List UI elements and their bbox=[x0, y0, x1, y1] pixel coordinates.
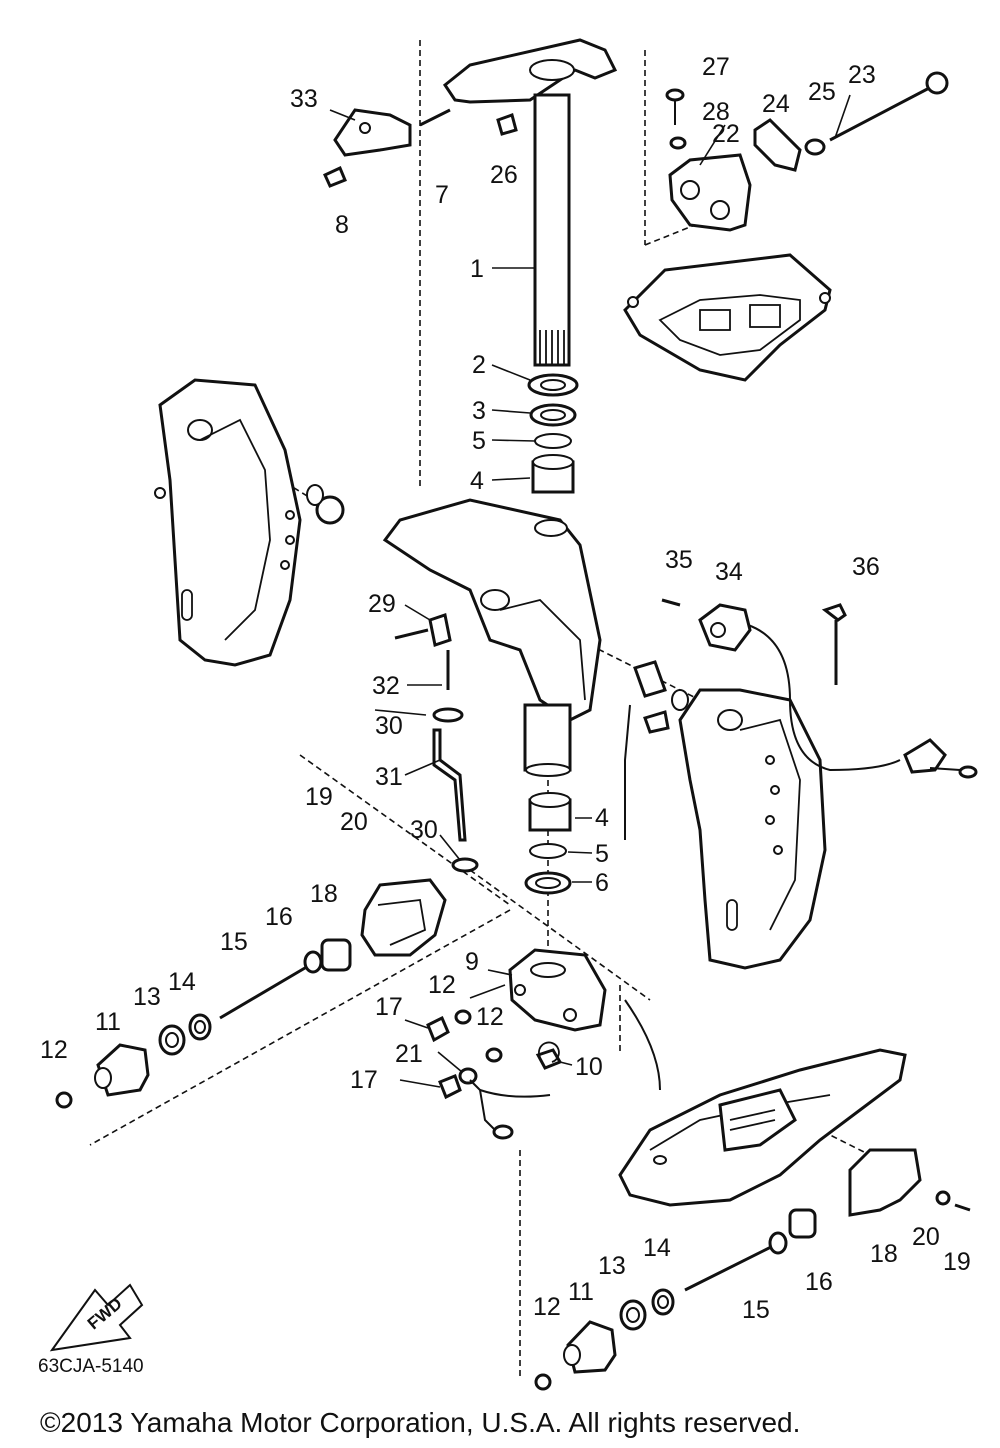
drawing-code: 63CJA-5140 bbox=[38, 1356, 144, 1377]
callout-12-right: 12 bbox=[533, 1293, 561, 1321]
upper-right-hardware bbox=[665, 71, 949, 232]
callout-10: 10 bbox=[575, 1053, 603, 1081]
center-hardware bbox=[426, 1009, 560, 1140]
callout-20-left: 20 bbox=[340, 808, 368, 836]
callout-3: 3 bbox=[472, 397, 486, 425]
left-clamp-bracket bbox=[154, 378, 302, 667]
right-mount-assembly bbox=[534, 1148, 971, 1391]
copyright-notice: ©2013 Yamaha Motor Corporation, U.S.A. A… bbox=[40, 1407, 800, 1438]
lower-shaft-bushings bbox=[524, 792, 572, 895]
callout-12-left: 12 bbox=[40, 1036, 68, 1064]
callout-30-lower: 30 bbox=[410, 816, 438, 844]
steering-shaft-part bbox=[442, 38, 618, 367]
callout-17-upper: 17 bbox=[375, 993, 403, 1021]
callout-22: 22 bbox=[712, 120, 740, 148]
swivel-bracket bbox=[306, 484, 602, 777]
left-mount-assembly bbox=[55, 878, 447, 1109]
callout-4-lower: 4 bbox=[595, 804, 609, 832]
callout-20-right: 20 bbox=[912, 1223, 940, 1251]
callout-29: 29 bbox=[368, 590, 396, 618]
callout-33: 33 bbox=[290, 85, 318, 113]
callout-27: 27 bbox=[702, 53, 730, 81]
callout-12-center-top: 12 bbox=[428, 971, 456, 999]
callout-18-right: 18 bbox=[870, 1240, 898, 1268]
callout-36: 36 bbox=[852, 553, 880, 581]
callout-6: 6 bbox=[595, 869, 609, 897]
callout-7: 7 bbox=[435, 181, 449, 209]
callout-16-left: 16 bbox=[265, 903, 293, 931]
callout-26: 26 bbox=[490, 161, 518, 189]
upper-left-hardware bbox=[323, 108, 518, 188]
callout-21: 21 bbox=[395, 1040, 423, 1068]
lower-mount-housing bbox=[508, 948, 607, 1070]
callout-17-lower: 17 bbox=[350, 1066, 378, 1094]
callout-15-left: 15 bbox=[220, 928, 248, 956]
callout-19-left: 19 bbox=[305, 783, 333, 811]
callout-2: 2 bbox=[472, 351, 486, 379]
callout-14-left: 14 bbox=[168, 968, 196, 996]
callout-5-upper: 5 bbox=[472, 427, 486, 455]
callout-8: 8 bbox=[335, 211, 349, 239]
callout-13-right: 13 bbox=[598, 1252, 626, 1280]
callout-9: 9 bbox=[465, 948, 479, 976]
callout-32: 32 bbox=[372, 672, 400, 700]
forward-arrow: FWD bbox=[49, 1283, 144, 1352]
callout-18-left: 18 bbox=[310, 880, 338, 908]
callout-34: 34 bbox=[715, 558, 743, 586]
callout-leaders bbox=[329, 94, 851, 1088]
callout-labels: 1 2 3 5 4 27 28 22 24 25 23 33 7 8 26 35… bbox=[40, 53, 971, 1324]
callout-31: 31 bbox=[375, 763, 403, 791]
callout-25: 25 bbox=[808, 78, 836, 106]
callout-23: 23 bbox=[848, 61, 876, 89]
callout-28: 28 bbox=[702, 98, 730, 126]
callout-12-center: 12 bbox=[476, 1003, 504, 1031]
callout-5-lower: 5 bbox=[595, 840, 609, 868]
callout-11-left: 11 bbox=[95, 1008, 121, 1036]
right-clamp-bracket bbox=[633, 660, 827, 970]
callout-15-right: 15 bbox=[742, 1296, 770, 1324]
callout-14-right: 14 bbox=[643, 1234, 671, 1262]
callout-16-right: 16 bbox=[805, 1268, 833, 1296]
grease-hose-hardware bbox=[394, 613, 670, 873]
callout-19-right: 19 bbox=[943, 1248, 971, 1276]
trim-sensor-hardware bbox=[661, 598, 978, 779]
callout-11-right: 11 bbox=[568, 1278, 594, 1306]
callout-4-upper: 4 bbox=[470, 467, 484, 495]
mount-plate-part bbox=[623, 253, 832, 382]
callout-35: 35 bbox=[665, 546, 693, 574]
lower-casing bbox=[618, 999, 907, 1207]
callout-1: 1 bbox=[470, 255, 484, 283]
callout-24: 24 bbox=[762, 90, 790, 118]
callout-30-upper: 30 bbox=[375, 712, 403, 740]
callout-13-left: 13 bbox=[133, 983, 161, 1011]
shaft-washers bbox=[527, 373, 579, 494]
